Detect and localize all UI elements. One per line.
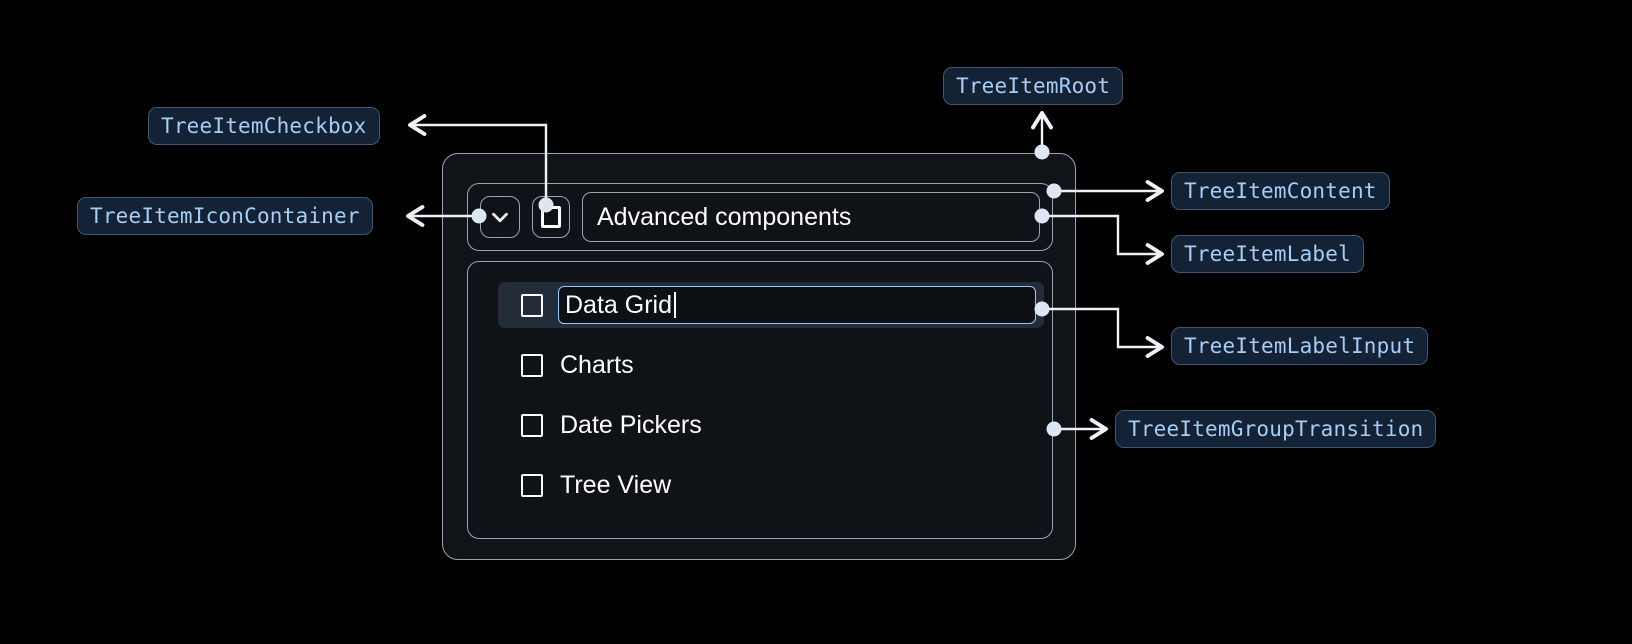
treeitem-label-input-value: Data Grid <box>565 290 672 319</box>
annotation-treeitem-content: TreeItemContent <box>1171 172 1390 210</box>
checkbox-unchecked-icon[interactable] <box>521 473 543 497</box>
annotation-treeitem-checkbox: TreeItemCheckbox <box>148 107 380 145</box>
tree-child-row[interactable]: Date Pickers <box>498 402 1044 448</box>
treeitem-root[interactable]: Advanced components Data Grid Charts Dat… <box>442 153 1076 560</box>
checkbox-unchecked-icon[interactable] <box>521 293 543 317</box>
treeitem-label[interactable]: Advanced components <box>582 192 1040 242</box>
treeitem-label-text: Date Pickers <box>560 410 702 439</box>
annotation-label: TreeItemLabelInput <box>1184 334 1416 358</box>
annotation-label: TreeItemCheckbox <box>161 114 367 138</box>
treeitem-label-text: Tree View <box>560 470 672 499</box>
checkbox-unchecked-icon[interactable] <box>521 413 543 437</box>
checkbox-unchecked-icon <box>541 206 561 228</box>
treeitem-label-text: Advanced components <box>597 202 852 231</box>
annotation-label: TreeItemContent <box>1184 179 1377 203</box>
annotation-label: TreeItemRoot <box>956 74 1111 98</box>
tree-child-row[interactable]: Data Grid <box>498 282 1044 328</box>
annotation-treeitem-root: TreeItemRoot <box>943 67 1124 105</box>
annotation-treeitem-group-transition: TreeItemGroupTransition <box>1115 410 1437 448</box>
treeitem-checkbox[interactable] <box>532 196 570 238</box>
text-caret <box>673 292 676 318</box>
treeitem-content[interactable]: Advanced components <box>467 183 1053 251</box>
tree-child-row[interactable]: Tree View <box>498 462 1044 508</box>
annotation-label: TreeItemGroupTransition <box>1128 417 1424 441</box>
treeitem-group-transition: Data Grid Charts Date Pickers Tree View <box>467 261 1053 539</box>
annotation-treeitem-icon-container: TreeItemIconContainer <box>77 197 373 235</box>
annotation-label: TreeItemLabel <box>1184 242 1351 266</box>
annotation-treeitem-label-input: TreeItemLabelInput <box>1171 327 1429 365</box>
annotation-treeitem-label: TreeItemLabel <box>1171 235 1364 273</box>
treeitem-label-input[interactable]: Data Grid <box>558 286 1036 324</box>
checkbox-unchecked-icon[interactable] <box>521 353 543 377</box>
tree-child-row[interactable]: Charts <box>498 342 1044 388</box>
treeitem-icon-container[interactable] <box>480 196 520 238</box>
treeitem-label-text: Charts <box>560 350 634 379</box>
annotation-label: TreeItemIconContainer <box>90 204 360 228</box>
chevron-down-icon <box>487 204 513 230</box>
